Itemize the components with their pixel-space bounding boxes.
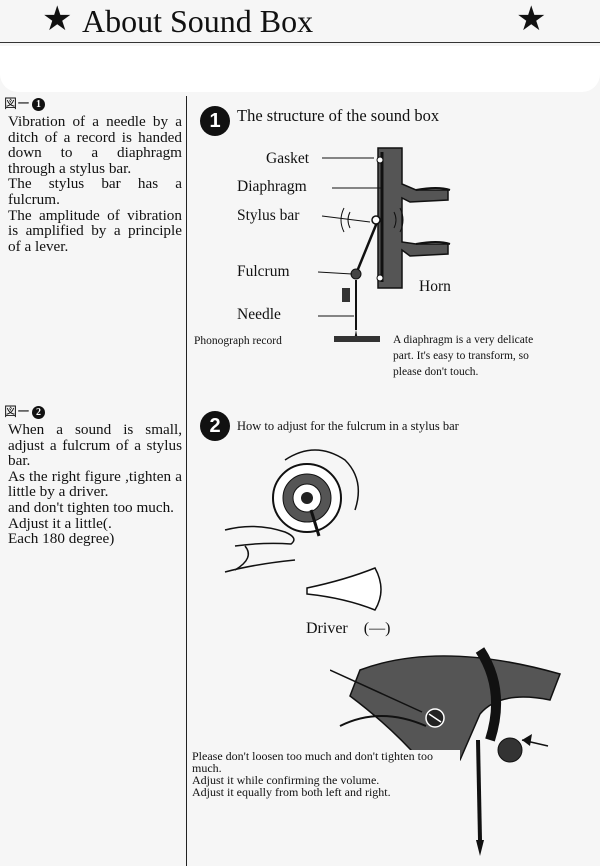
section-1-number: 1 [200, 106, 230, 136]
header-rule [0, 42, 600, 43]
driver-label: Driver (―) [302, 614, 397, 638]
figure-1-number: 1 [32, 97, 46, 111]
label-horn: Horn [419, 278, 451, 295]
label-gasket: Gasket [266, 150, 310, 167]
adjust-hand-illustration [224, 449, 382, 611]
figure-2-number: 2 [32, 405, 46, 419]
label-phonograph-record: Phonograph record [194, 335, 282, 347]
sound-box-diagram [334, 147, 451, 342]
figure-2-tag: 図ー 2 [4, 404, 182, 420]
label-fulcrum: Fulcrum [237, 263, 290, 280]
page-title: About Sound Box [82, 3, 314, 39]
column-divider [186, 96, 187, 866]
stylus-bar-closeup [330, 647, 561, 856]
label-stylus-bar: Stylus bar [237, 207, 300, 224]
section-2-title: How to adjust for the fulcrum in a stylu… [237, 419, 459, 433]
leader-lines [318, 157, 382, 317]
diaphragm-note: A diaphragm is a very delicate part. It'… [393, 334, 534, 378]
section-2-number: 2 [200, 411, 230, 441]
figure-1-paragraph: Vibration of a needle by a ditch of a re… [8, 113, 182, 255]
label-diaphragm: Diaphragm [237, 178, 307, 195]
star-icon: ★ [516, 1, 547, 38]
star-icon: ★ [42, 1, 73, 38]
section-1-title: The structure of the sound box [237, 106, 440, 125]
header: ★ About Sound Box ★ [0, 0, 600, 44]
figure-1-text: 図ー 1 Vibration of a needle by a ditch of… [4, 96, 182, 254]
adjust-note: Please don't loosen too much and don't t… [192, 750, 460, 798]
figure-2-text: 図ー 2 When a sound is small, adjust a ful… [4, 404, 182, 547]
blank-band [0, 46, 600, 92]
label-needle: Needle [237, 306, 281, 323]
figure-2-paragraph: When a sound is small, adjust a fulcrum … [8, 421, 182, 548]
figure-1-tag: 図ー 1 [4, 96, 182, 112]
